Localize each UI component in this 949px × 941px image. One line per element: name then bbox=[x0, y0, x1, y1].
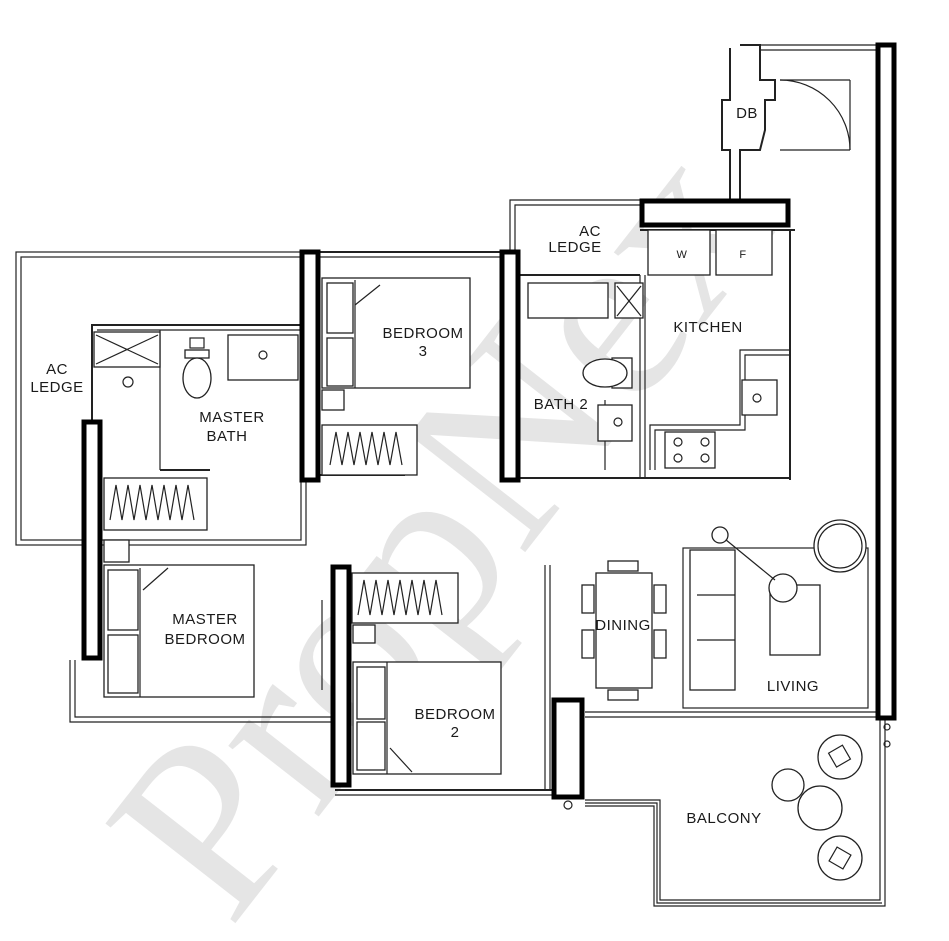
master-bedroom-furniture bbox=[103, 477, 255, 698]
label-master-bedroom-2: BEDROOM bbox=[164, 631, 245, 648]
bedroom-3-furniture bbox=[321, 277, 471, 476]
label-ac-ledge-top-2: LEDGE bbox=[548, 239, 601, 256]
label-living: LIVING bbox=[767, 678, 819, 695]
label-bedroom-2-1: BEDROOM bbox=[414, 706, 495, 723]
label-master-bath-1: MASTER bbox=[199, 409, 265, 426]
room-labels: AC LEDGE AC LEDGE DB W F KITCHEN BEDROOM… bbox=[30, 105, 819, 827]
label-bedroom-3-1: BEDROOM bbox=[382, 325, 463, 342]
db-area bbox=[721, 44, 880, 210]
label-bath-2: BATH 2 bbox=[534, 396, 588, 413]
label-db: DB bbox=[736, 105, 758, 122]
dining-furniture bbox=[581, 560, 667, 701]
bedroom-2-furniture bbox=[351, 572, 502, 775]
label-master-bath-2: BATH bbox=[207, 428, 248, 445]
label-ac-ledge-left-1: AC bbox=[46, 361, 68, 378]
label-bedroom-3-2: 3 bbox=[419, 343, 428, 360]
label-ac-ledge-top-1: AC bbox=[579, 223, 601, 240]
columns bbox=[81, 42, 897, 800]
balcony-furniture bbox=[563, 723, 891, 881]
label-dining: DINING bbox=[595, 617, 651, 634]
label-master-bedroom-1: MASTER bbox=[172, 611, 238, 628]
kitchen-fixtures bbox=[647, 229, 790, 470]
label-kitchen: KITCHEN bbox=[673, 319, 742, 336]
label-washer: W bbox=[677, 249, 688, 261]
bath-2-fixtures bbox=[527, 282, 644, 442]
living-furniture bbox=[682, 519, 869, 709]
master-bath-fixtures bbox=[93, 331, 299, 399]
label-fridge: F bbox=[739, 249, 746, 261]
label-ac-ledge-left-2: LEDGE bbox=[30, 379, 83, 396]
label-balcony: BALCONY bbox=[686, 810, 761, 827]
label-bedroom-2-2: 2 bbox=[451, 724, 460, 741]
